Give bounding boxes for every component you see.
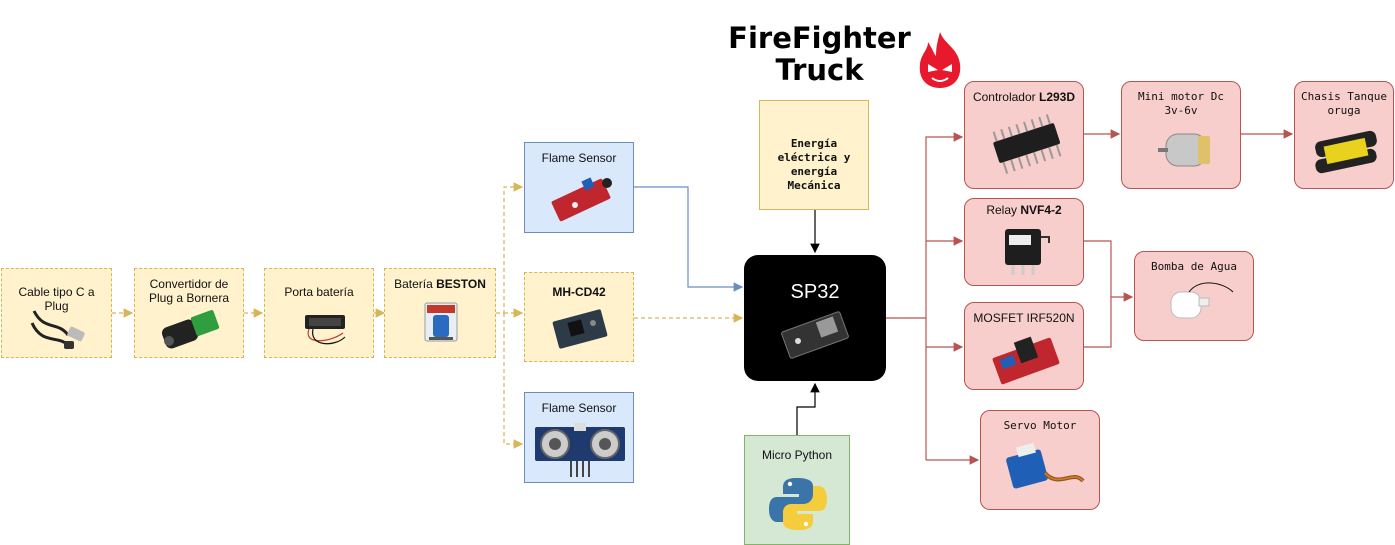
flame-sensor-module-icon [551, 177, 612, 222]
relay-label-model: NVF4-2 [1020, 203, 1062, 217]
node-flame-sensor-2-label: Flame Sensor [541, 401, 617, 415]
node-energy[interactable]: Energía eléctrica y energía Mecánica [759, 100, 869, 210]
wire-battery-sensor2 [503, 313, 524, 449]
python-logo-icon [769, 478, 827, 530]
node-water-pump-label: Bomba de Agua [1150, 260, 1238, 273]
node-battery[interactable]: Batería BESTON [384, 268, 496, 358]
battery-label-model: BESTON [436, 277, 486, 291]
esp32-board-icon [781, 311, 849, 359]
node-chassis[interactable]: Chasis Tanque oruga [1294, 81, 1394, 189]
title-line-2: Truck [775, 53, 864, 87]
node-sp32[interactable]: SP32 [744, 255, 886, 381]
charger-module-icon [552, 309, 608, 349]
node-mh-cd42-label: MH-CD42 [552, 285, 606, 299]
node-cable[interactable]: Cable tipo C a Plug [1, 268, 112, 358]
node-sp32-label: SP32 [790, 281, 840, 303]
node-mosfet-label: MOSFET IRF520N [973, 311, 1075, 325]
wire-mosfet-pump [1084, 297, 1112, 348]
node-water-pump[interactable]: Bomba de Agua [1134, 251, 1254, 341]
node-converter[interactable]: Convertidor de Plug a Bornera [134, 268, 244, 358]
flame-devil-icon [919, 32, 961, 88]
node-flame-sensor-1[interactable]: Flame Sensor [524, 142, 634, 233]
tank-chassis-icon [1315, 130, 1377, 174]
servo-icon [1006, 442, 1085, 489]
node-servo-label: Servo Motor [1003, 419, 1077, 432]
node-chassis-label: Chasis Tanque oruga [1300, 90, 1388, 117]
title-line-1: FireFighter [728, 21, 911, 55]
dc-jack-adapter-icon [161, 310, 220, 349]
node-micro-python[interactable]: Micro Python [744, 435, 850, 545]
battery-holder-icon [305, 315, 346, 345]
wire-python-sp32 [796, 382, 820, 435]
wire-bus-l293d [925, 132, 964, 460]
node-relay[interactable]: Relay NVF4-2 [964, 198, 1084, 286]
node-l293d[interactable]: Controlador L293D [964, 81, 1084, 189]
wire-flame-sp32 [634, 186, 744, 292]
node-holder[interactable]: Porta batería [264, 268, 374, 358]
wire-battery-split [496, 182, 524, 314]
node-micro-python-label: Micro Python [761, 448, 833, 462]
diagram-title: FireFighter Truck [722, 22, 917, 86]
node-holder-label: Porta batería [284, 285, 354, 299]
node-converter-label: Convertidor de Plug a Bornera [148, 277, 230, 305]
dc-motor-icon [1158, 133, 1210, 167]
node-flame-sensor-2[interactable]: Flame Sensor [524, 392, 634, 483]
node-energy-label: Energía eléctrica y energía Mecánica [777, 137, 851, 192]
l293d-label-prefix: Controlador [972, 90, 1039, 104]
relay-label-prefix: Relay [986, 203, 1021, 217]
battery-icon [424, 302, 458, 342]
ultrasonic-sensor-icon [535, 423, 625, 477]
ic-chip-icon [992, 114, 1062, 174]
water-pump-icon [1170, 282, 1234, 319]
node-mh-cd42[interactable]: MH-CD42 [524, 272, 634, 362]
node-cable-label: Cable tipo C a Plug [18, 285, 95, 313]
node-servo[interactable]: Servo Motor [980, 410, 1100, 510]
l293d-label-model: L293D [1039, 90, 1076, 104]
node-l293d-label: Controlador L293D [965, 90, 1083, 104]
node-battery-label: Batería BESTON [385, 277, 495, 291]
node-dc-motor-label: Mini motor Dc 3v-6v [1137, 90, 1225, 117]
node-mosfet[interactable]: MOSFET IRF520N [964, 302, 1084, 390]
mosfet-module-icon [992, 336, 1060, 385]
relay-icon [1005, 229, 1050, 275]
node-dc-motor[interactable]: Mini motor Dc 3v-6v [1121, 81, 1241, 189]
usb-cable-icon [30, 310, 85, 349]
battery-label-prefix: Batería [394, 277, 437, 291]
node-relay-label: Relay NVF4-2 [965, 203, 1083, 217]
wire-relay-pump [1084, 240, 1134, 302]
node-flame-sensor-1-label: Flame Sensor [541, 151, 617, 165]
